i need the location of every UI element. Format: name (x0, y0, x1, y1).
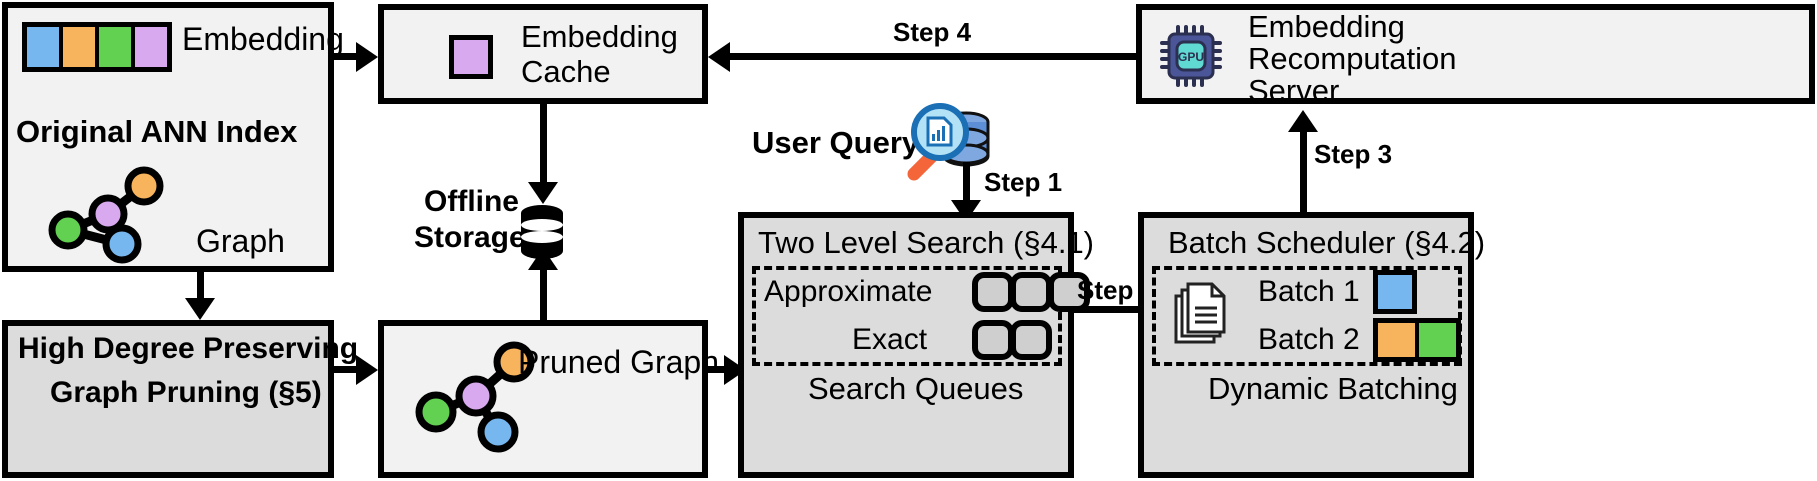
pruned-graph-icon (410, 340, 540, 453)
arrow-step4-head (708, 42, 730, 72)
original-graph-icon (40, 166, 170, 264)
arrow-cache-to-storage-line (540, 104, 547, 188)
offline-storage-line1: Offline (424, 185, 519, 218)
original-ann-index-title: Original ANN Index (16, 114, 298, 149)
graph-pruning-line2: Graph Pruning (§5) (50, 376, 322, 409)
dynamic-batching-dashed-region (1152, 266, 1462, 366)
step1-label: Step 1 (984, 167, 1063, 197)
search-queues-footer: Search Queues (808, 371, 1024, 406)
batch-1-label: Batch 1 (1258, 275, 1360, 308)
graph-pruning-line1: High Degree Preserving (18, 332, 359, 365)
graph-pruning-box (2, 320, 334, 478)
gpu-icon-text: GPU (1178, 50, 1204, 64)
arrow-pruning-to-prunedgraph-head (356, 355, 378, 385)
arrow-step1-line (963, 162, 970, 208)
arrow-step4-line (726, 53, 1138, 60)
dynamic-batching-footer: Dynamic Batching (1208, 371, 1458, 406)
recomputation-server-line2: Recomputation (1248, 41, 1457, 76)
recomputation-server-line1: Embedding (1248, 9, 1405, 44)
exact-queue-cell-1 (972, 320, 1014, 360)
gpu-chip-icon: GPU (1160, 25, 1222, 87)
arrow-step2-line (1074, 306, 1160, 313)
exact-row-label: Exact (852, 323, 928, 356)
recomputation-server-line3: Server (1248, 73, 1340, 108)
documents-stack-icon (1172, 282, 1230, 348)
database-cylinder-icon (518, 204, 566, 260)
batch-2-swatches (1373, 318, 1461, 362)
embedding-cache-box (378, 4, 708, 104)
batch-scheduler-title: Batch Scheduler (§4.2) (1168, 225, 1486, 260)
approximate-queue-cell-2 (1010, 272, 1052, 312)
arrow-index-to-cache-head (356, 42, 378, 72)
pruned-graph-label: Pruned Graph (518, 344, 720, 380)
arrow-cache-to-storage-head (528, 182, 558, 204)
batch-2-label: Batch 2 (1258, 323, 1360, 356)
graph-label: Graph (196, 223, 285, 259)
step3-label: Step 3 (1314, 139, 1393, 169)
search-queues-dashed-region (752, 266, 1062, 366)
embedding-swatch-row (22, 22, 172, 72)
arrow-prunedgraph-to-storage-head (528, 248, 558, 270)
offline-storage-line2: Storage (414, 221, 526, 254)
query-search-database-icon (900, 100, 992, 182)
step4-label: Step 4 (893, 17, 972, 47)
arrow-pruning-to-prunedgraph-line (334, 366, 372, 373)
arrow-index-to-pruning-line (197, 272, 204, 306)
approximate-queue-cell-1 (972, 272, 1014, 312)
arrow-step3-line (1300, 130, 1307, 212)
recomputation-server-box (1136, 4, 1815, 104)
arrow-prunedgraph-to-storage-line (540, 268, 547, 320)
approximate-queue-cell-3 (1048, 272, 1090, 312)
arrow-step3-head (1288, 110, 1318, 132)
embedding-cache-line1: Embedding (521, 19, 678, 54)
arrow-index-to-pruning-head (185, 298, 215, 320)
embedding-label: Embedding (182, 21, 344, 57)
arrow-index-to-cache-line (334, 53, 372, 60)
exact-queue-cell-2 (1010, 320, 1052, 360)
embedding-cache-swatch (449, 35, 493, 79)
approximate-row-label: Approximate (764, 275, 933, 308)
batch-1-swatch-blue (1373, 270, 1417, 314)
embedding-cache-line2: Cache (521, 54, 611, 89)
arrow-prunedgraph-to-search-line (708, 366, 738, 373)
two-level-search-title: Two Level Search (§4.1) (758, 225, 1095, 260)
user-query-label: User Query (752, 125, 920, 160)
